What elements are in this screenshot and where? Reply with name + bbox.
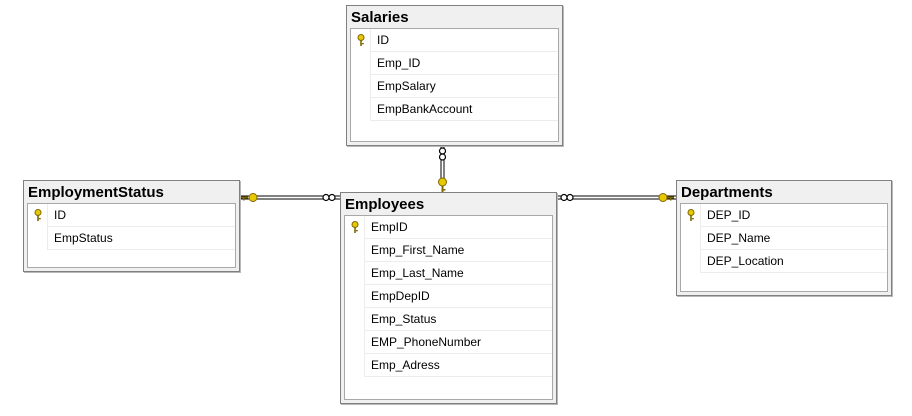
table-employees[interactable]: Employees EmpID Emp_First_Name Emp_Last_… — [340, 192, 557, 404]
primary-key-icon — [351, 221, 359, 233]
table-title[interactable]: Employees — [345, 196, 425, 213]
field-row[interactable]: EmpBankAccount — [370, 98, 558, 121]
field-name: EmpBankAccount — [377, 102, 473, 116]
primary-key-icon — [34, 209, 42, 221]
field-row[interactable]: DEP_Name — [700, 227, 887, 250]
field-row[interactable]: EmpDepID — [364, 285, 552, 308]
field-row[interactable]: EmpSalary — [370, 75, 558, 98]
field-row[interactable]: EmpStatus — [47, 227, 235, 250]
field-name: Emp_Adress — [371, 358, 440, 372]
table-title[interactable]: EmploymentStatus — [28, 184, 164, 201]
key-end-icon — [241, 193, 258, 202]
infinity-end-icon — [560, 193, 574, 202]
field-name: Emp_First_Name — [371, 243, 465, 257]
field-row[interactable]: Emp_First_Name — [364, 239, 552, 262]
field-row[interactable]: DEP_ID — [687, 204, 887, 227]
field-name: Emp_ID — [377, 56, 421, 70]
relationship-employmentstatus-employees[interactable] — [240, 193, 340, 202]
field-name: EmpStatus — [54, 231, 113, 245]
field-name: EMP_PhoneNumber — [371, 335, 482, 349]
field-row[interactable]: Emp_ID — [370, 52, 558, 75]
field-list: ID Emp_ID EmpSalary EmpBankAccount — [350, 28, 559, 142]
table-employmentstatus[interactable]: EmploymentStatus ID EmpStatus — [23, 180, 240, 272]
table-title[interactable]: Departments — [681, 184, 773, 201]
field-row[interactable]: Emp_Adress — [364, 354, 552, 377]
key-end-icon — [658, 193, 674, 202]
field-name: ID — [377, 33, 389, 47]
field-name: Emp_Status — [371, 312, 437, 326]
primary-key-icon — [687, 209, 695, 221]
primary-key-icon — [357, 34, 365, 46]
relationship-salaries-employees[interactable] — [438, 146, 447, 192]
field-row[interactable]: Emp_Status — [364, 308, 552, 331]
field-row[interactable]: DEP_Location — [700, 250, 887, 273]
infinity-end-icon — [438, 147, 447, 161]
field-row[interactable]: EMP_PhoneNumber — [364, 331, 552, 354]
field-list: ID EmpStatus — [27, 203, 236, 268]
field-name: Emp_Last_Name — [371, 266, 464, 280]
field-row[interactable]: ID — [34, 204, 235, 227]
field-name: ID — [54, 208, 66, 222]
table-departments[interactable]: Departments DEP_ID DEP_Name DEP_Location — [676, 180, 892, 296]
field-name: DEP_Location — [707, 254, 784, 268]
field-name: EmpID — [371, 220, 408, 234]
field-name: DEP_Name — [707, 231, 771, 245]
field-name: DEP_ID — [707, 208, 751, 222]
table-title[interactable]: Salaries — [351, 9, 409, 26]
field-row[interactable]: ID — [357, 29, 558, 52]
field-row[interactable]: EmpID — [351, 216, 552, 239]
field-name: EmpDepID — [371, 289, 430, 303]
infinity-end-icon — [322, 193, 336, 202]
field-row[interactable]: Emp_Last_Name — [364, 262, 552, 285]
field-name: EmpSalary — [377, 79, 436, 93]
relationship-employees-departments[interactable] — [557, 193, 676, 202]
key-end-icon — [438, 177, 447, 192]
field-list: EmpID Emp_First_Name Emp_Last_Name EmpDe… — [344, 215, 553, 400]
table-salaries[interactable]: Salaries ID Emp_ID EmpSalary EmpBankAcco… — [346, 5, 563, 146]
field-list: DEP_ID DEP_Name DEP_Location — [680, 203, 888, 292]
